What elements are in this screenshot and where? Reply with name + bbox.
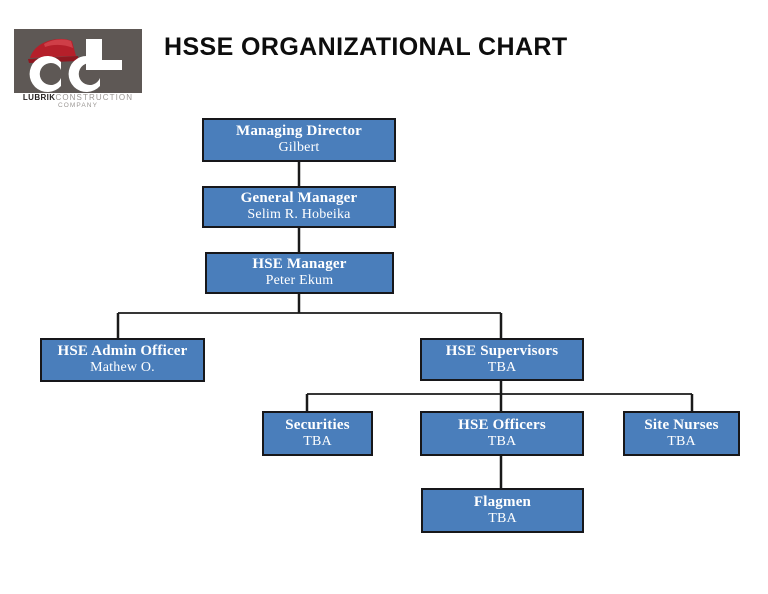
org-node-role: Managing Director xyxy=(235,123,362,140)
org-node-person: TBA xyxy=(303,433,332,449)
org-node-managing-director[interactable]: Managing Director Gilbert xyxy=(202,118,396,162)
org-node-site-nurses[interactable]: Site Nurses TBA xyxy=(623,411,740,456)
org-node-person: Selim R. Hobeika xyxy=(247,207,351,223)
org-node-role: HSE Supervisors xyxy=(445,342,559,359)
org-node-role: General Manager xyxy=(240,190,358,207)
org-node-role: HSE Admin Officer xyxy=(57,343,188,360)
org-node-role: HSE Officers xyxy=(458,416,546,433)
org-node-hse-admin-officer[interactable]: HSE Admin Officer Mathew O. xyxy=(40,338,205,382)
org-node-hse-supervisors[interactable]: HSE Supervisors TBA xyxy=(420,338,584,381)
org-node-role: Site Nurses xyxy=(644,416,719,433)
org-node-person: TBA xyxy=(487,433,517,449)
logo-artwork xyxy=(14,29,142,93)
org-node-role: Flagmen xyxy=(473,493,532,510)
org-node-person: TBA xyxy=(487,359,517,375)
page-title: HSSE ORGANIZATIONAL CHART xyxy=(164,33,568,61)
logo-mark xyxy=(14,29,142,93)
org-node-role: Securities xyxy=(285,416,350,433)
org-node-hse-officers[interactable]: HSE Officers TBA xyxy=(420,411,584,456)
org-node-general-manager[interactable]: General Manager Selim R. Hobeika xyxy=(202,186,396,228)
org-node-person: Gilbert xyxy=(278,140,320,156)
org-node-person: Mathew O. xyxy=(90,360,155,376)
org-node-role: HSE Manager xyxy=(252,256,347,273)
company-logo: LUBRIKCONSTRUCTION COMPANY xyxy=(14,29,142,113)
logo-caption: LUBRIKCONSTRUCTION COMPANY xyxy=(14,94,142,113)
logo-second-word: CONSTRUCTION xyxy=(55,93,134,102)
logo-letter-c-2 xyxy=(68,56,100,92)
org-node-hse-manager[interactable]: HSE Manager Peter Ekum xyxy=(205,252,394,294)
logo-third-word: COMPANY xyxy=(57,102,99,109)
org-node-person: TBA xyxy=(667,433,696,449)
org-node-flagmen[interactable]: Flagmen TBA xyxy=(421,488,584,533)
org-node-securities[interactable]: Securities TBA xyxy=(262,411,373,456)
org-node-person: TBA xyxy=(488,510,517,526)
logo-letter-c-1 xyxy=(29,56,61,92)
org-node-person: Peter Ekum xyxy=(265,273,334,289)
logo-brand-word: LUBRIK xyxy=(22,93,56,102)
